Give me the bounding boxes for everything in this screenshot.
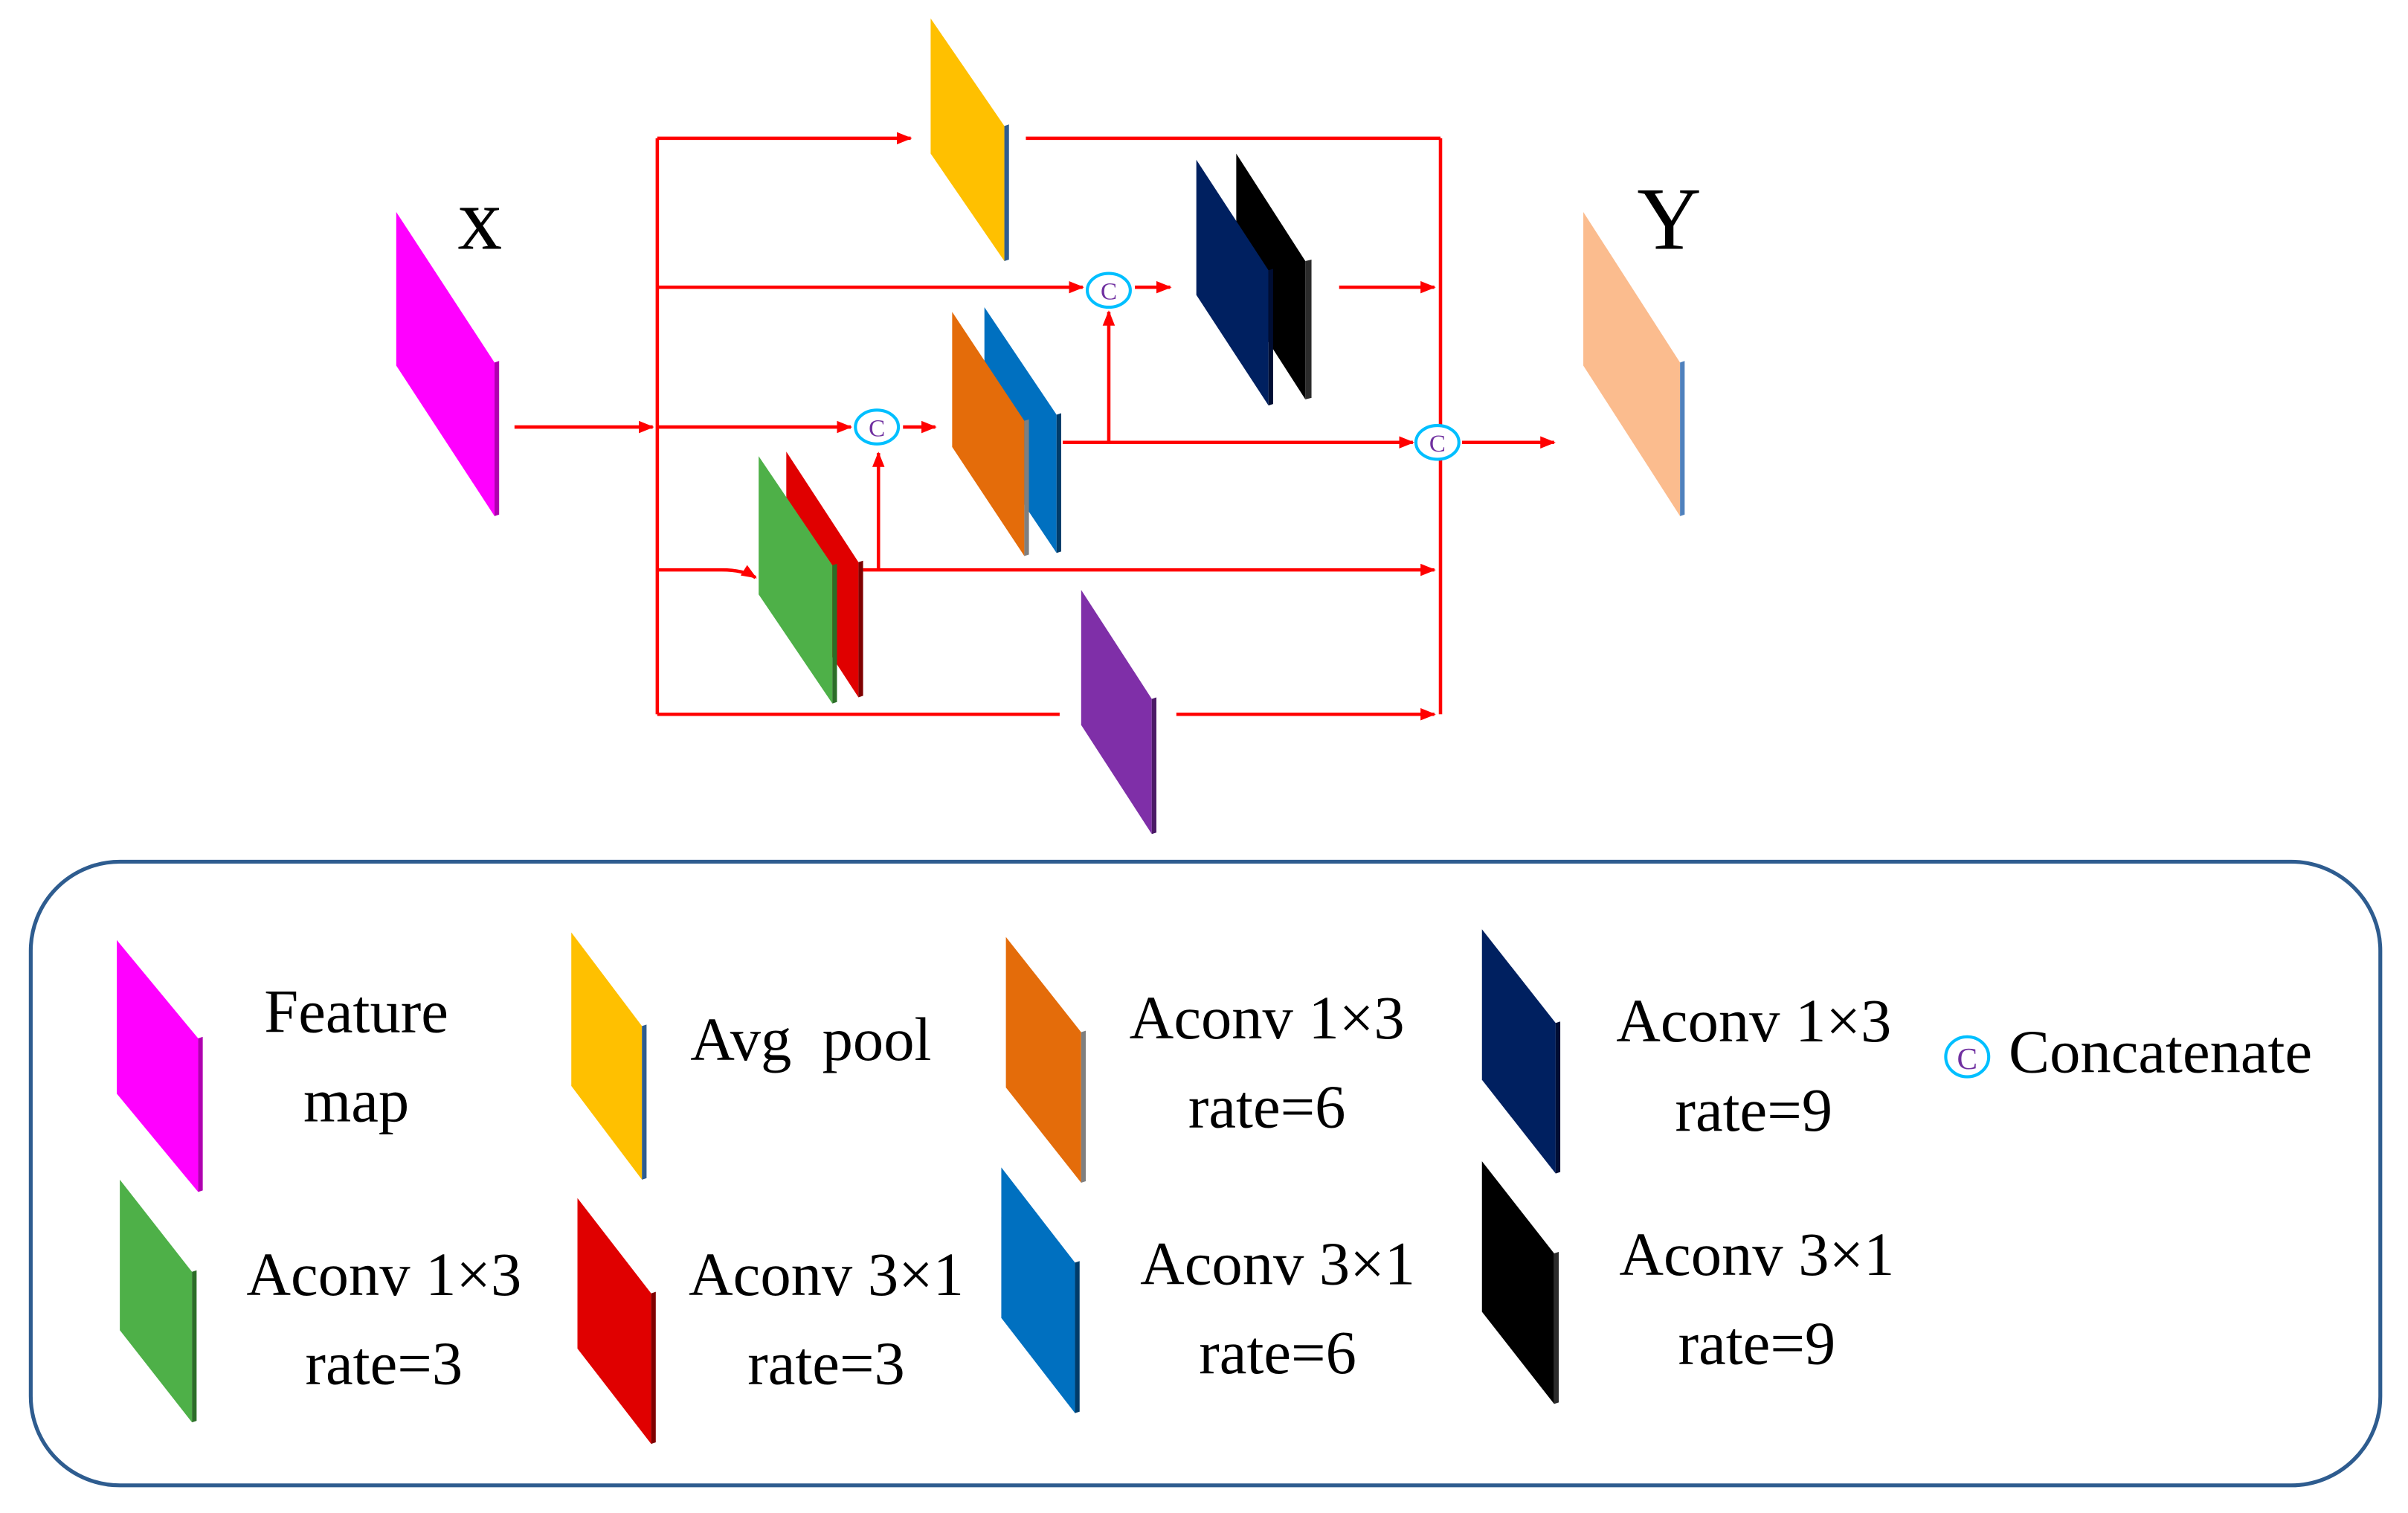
concat-symbol-3: C <box>1429 431 1446 457</box>
legend-label-aconv-3x1-r6-1: Aconv 3×1 <box>1140 1229 1415 1297</box>
legend-label-concatenate: Concatenate <box>2009 1017 2312 1085</box>
legend-label-feature-map-1: Feature <box>264 977 448 1046</box>
legend-item-concatenate: C Concatenate <box>1944 1017 2312 1085</box>
legend-swatch-avg-pool <box>571 932 647 1180</box>
aconv-1x3-r3-block <box>759 456 837 704</box>
legend-swatch-aconv-3x1-r3 <box>577 1198 656 1445</box>
output-label: Y <box>1637 170 1701 269</box>
concat-node-2: C <box>1085 272 1132 309</box>
legend-label-aconv-3x1-r6-2: rate=6 <box>1199 1318 1356 1387</box>
legend-label-aconv-1x3-r3-2: rate=3 <box>305 1329 463 1398</box>
legend-swatch-aconv-1x3-r9 <box>1481 929 1561 1174</box>
input-label: x <box>457 170 502 269</box>
legend-swatch-aconv-1x3-r3 <box>120 1179 197 1423</box>
legend-label-aconv-1x3-r6-2: rate=6 <box>1188 1073 1346 1141</box>
legend-item-avg-pool: Avg pool <box>690 1005 931 1073</box>
concat-symbol-2: C <box>1101 279 1117 306</box>
legend-item-aconv-3x1-r3: Aconv 3×1 rate=3 <box>689 1240 964 1398</box>
legend-label-aconv-1x3-r9-2: rate=9 <box>1675 1076 1832 1144</box>
concat-node-1: C <box>854 408 901 446</box>
legend-swatch-aconv-1x3-r6 <box>1005 937 1086 1183</box>
aconv-1x3-r6-block <box>952 312 1029 556</box>
aconv-1x3-r9-block <box>1196 159 1273 406</box>
legend-item-aconv-1x3-r3: Aconv 1×3 rate=3 <box>246 1240 521 1398</box>
legend-item-feature-map: Feature map <box>264 977 448 1135</box>
legend-swatch-aconv-3x1-r6 <box>1001 1167 1080 1413</box>
legend-label-aconv-3x1-r3-1: Aconv 3×1 <box>689 1240 964 1308</box>
legend-label-aconv-1x3-r3-1: Aconv 1×3 <box>246 1240 521 1308</box>
legend-label-aconv-1x3-r9-1: Aconv 1×3 <box>1616 986 1891 1055</box>
legend-label-aconv-3x1-r9-1: Aconv 3×1 <box>1619 1220 1894 1288</box>
avg-pool-block <box>930 18 1009 262</box>
legend-label-aconv-3x1-r3-2: rate=3 <box>747 1329 905 1398</box>
feature-map-input <box>396 211 500 516</box>
legend-item-aconv-3x1-r6: Aconv 3×1 rate=6 <box>1140 1229 1415 1387</box>
legend-concat-symbol: C <box>1957 1041 1978 1076</box>
concat-node-3: C <box>1414 423 1461 461</box>
legend-item-aconv-1x3-r9: Aconv 1×3 rate=9 <box>1616 986 1891 1144</box>
purple-block <box>1081 589 1156 835</box>
legend-swatch-feature-map <box>116 939 203 1192</box>
legend-label-aconv-3x1-r9-2: rate=9 <box>1678 1309 1836 1378</box>
legend-label-aconv-1x3-r6-1: Aconv 1×3 <box>1130 983 1405 1052</box>
legend-item-aconv-3x1-r9: Aconv 3×1 rate=9 <box>1619 1220 1894 1378</box>
legend-concat-icon <box>1944 1035 1991 1079</box>
output-feature-map <box>1583 211 1685 516</box>
legend-swatches <box>116 929 1561 1445</box>
legend-label-feature-map-2: map <box>303 1066 409 1134</box>
diagram-blocks <box>396 18 1685 835</box>
concat-symbol-1: C <box>869 415 885 442</box>
legend-item-aconv-1x3-r6: Aconv 1×3 rate=6 <box>1130 983 1405 1141</box>
legend-swatch-aconv-3x1-r9 <box>1481 1161 1559 1404</box>
branch-line-row4 <box>657 565 757 579</box>
legend-label-avg-pool: Avg pool <box>690 1005 931 1073</box>
